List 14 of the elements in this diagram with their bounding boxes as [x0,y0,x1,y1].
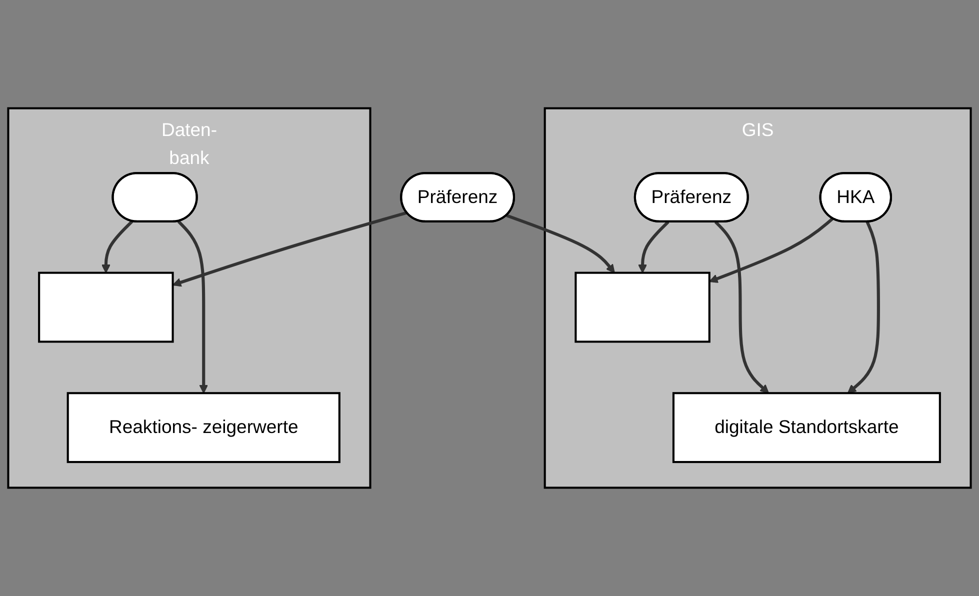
arrow [714,220,770,394]
arrow [177,220,208,394]
cluster [544,107,972,489]
arrow [708,217,834,283]
node-box [66,392,340,464]
arrow [172,211,408,287]
cluster [7,107,372,489]
arrow [101,220,134,274]
node-box [574,272,710,343]
arrow [847,221,880,394]
arrow [506,214,615,274]
node-box [672,392,941,464]
arrow [638,220,670,274]
node-box [38,272,174,343]
